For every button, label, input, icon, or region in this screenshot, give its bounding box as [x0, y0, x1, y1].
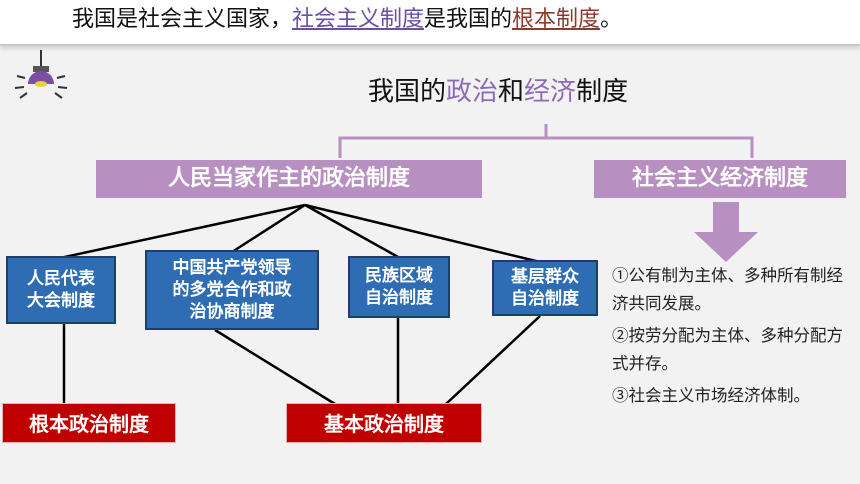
diagram-title: 我国的政治和经济制度: [368, 72, 628, 112]
economic-item: ③社会主义市场经济体制。: [612, 386, 810, 405]
multiparty-cooperation-box: 中国共产党领导 的多党合作和政 治协商制度: [145, 250, 319, 330]
title-underline-socialist-system: 社会主义制度: [292, 7, 425, 32]
economic-item: ①公有制为主体、多种所有制经济共同发展。: [612, 266, 843, 313]
page-title: 我国是社会主义国家，社会主义制度是我国的根本制度。: [72, 2, 622, 38]
regional-autonomy-label: 民族区域 自治制度: [365, 266, 433, 308]
regional-autonomy-box: 民族区域 自治制度: [348, 256, 450, 318]
title-part-1: 我国是社会主义国家，: [72, 7, 293, 32]
title-part-3: 。: [600, 7, 623, 32]
political-system-label: 人民当家作主的政治制度: [167, 166, 410, 191]
political-system-box: 人民当家作主的政治制度: [96, 160, 482, 198]
multiparty-cooperation-label: 中国共产党领导 的多党合作和政 治协商制度: [172, 258, 292, 322]
title-part-2: 是我国的: [424, 7, 513, 32]
subtitle-part-3: 制度: [576, 77, 629, 107]
subtitle-part-1: 我国的: [368, 77, 447, 107]
subtitle-economy: 经济: [524, 77, 577, 107]
subtitle-part-2: 和: [498, 77, 525, 107]
economic-items-list: ①公有制为主体、多种所有制经济共同发展。 ②按劳分配为主体、多种分配方式并存。 …: [612, 262, 858, 414]
economic-system-box: 社会主义经济制度: [594, 160, 846, 198]
lightbulb-icon: [14, 50, 68, 99]
grassroots-autonomy-label: 基层群众 自治制度: [511, 267, 579, 309]
economic-item: ②按劳分配为主体、多种分配方式并存。: [612, 326, 843, 373]
grassroots-autonomy-box: 基层群众 自治制度: [492, 260, 598, 316]
fundamental-political-system-box: 根本政治制度: [2, 403, 176, 443]
basic-political-system-label: 基本政治制度: [324, 412, 444, 436]
economic-system-label: 社会主义经济制度: [631, 166, 808, 191]
down-arrow-icon: [694, 202, 758, 262]
npc-system-label: 人民代表 大会制度: [27, 269, 95, 311]
title-underline-fundamental-system: 根本制度: [512, 7, 601, 32]
subtitle-politics: 政治: [446, 77, 499, 107]
fundamental-political-system-label: 根本政治制度: [29, 412, 149, 436]
npc-system-box: 人民代表 大会制度: [6, 256, 116, 324]
brace-bracket: [338, 124, 754, 158]
header-bar: 我国是社会主义国家，社会主义制度是我国的根本制度。: [0, 0, 860, 46]
basic-political-system-box: 基本政治制度: [286, 403, 482, 443]
